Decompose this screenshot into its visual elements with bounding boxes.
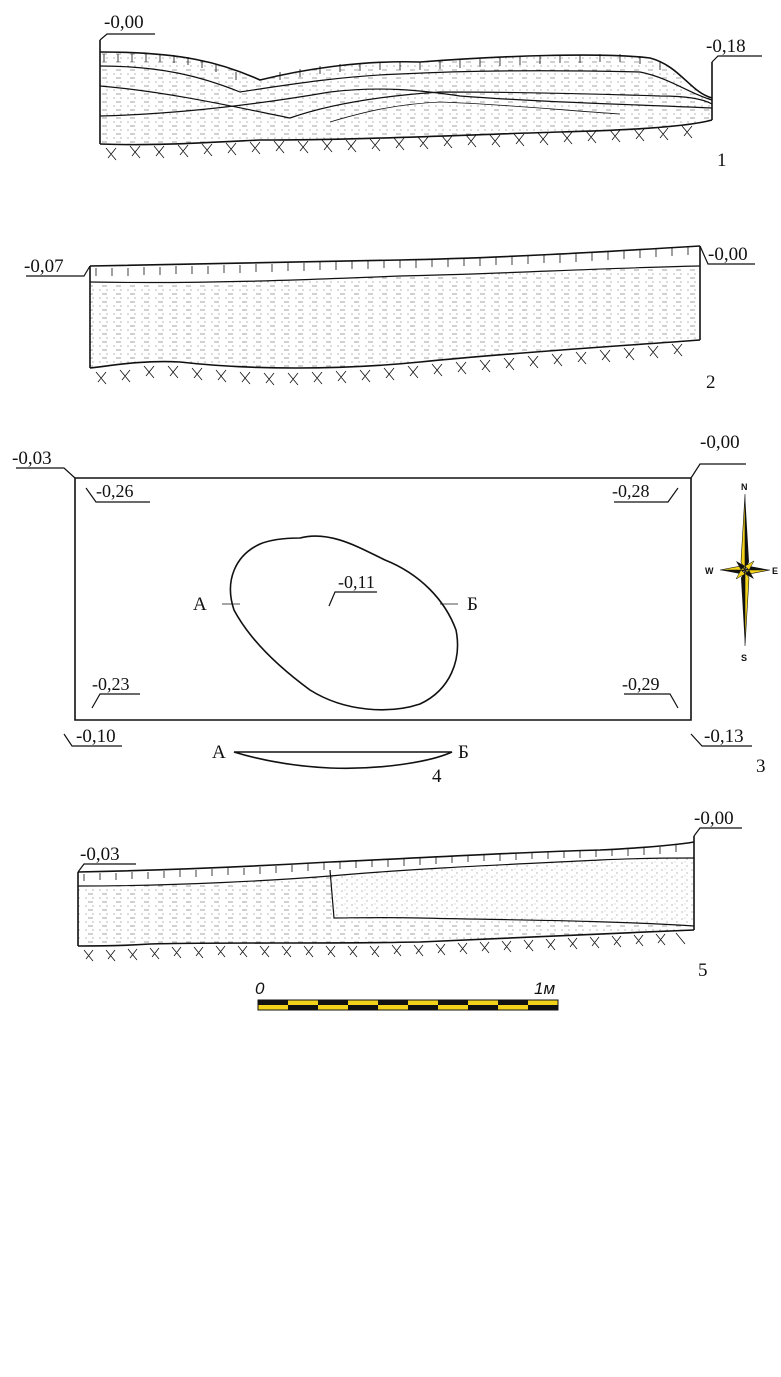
elev-inner-bottom-right: -0,29 — [622, 674, 660, 694]
s1-number: 1 — [717, 150, 727, 171]
s2-elev-left: -0,07 — [24, 256, 64, 277]
scale-bar-zero: 0 — [255, 979, 265, 998]
scale-segment-top — [408, 1000, 438, 1005]
elev-inner-top-right: -0,28 — [612, 481, 650, 501]
plan-rectangle — [74, 477, 692, 721]
s2: -0,07 -0,00 2 — [24, 244, 755, 393]
pit-center-elev: -0,11 — [338, 572, 375, 592]
compass-rose-final: N S E W — [705, 482, 778, 663]
scale-segment-bottom — [408, 1005, 438, 1010]
scale-segment-top — [348, 1000, 378, 1005]
scale-segment-top — [318, 1000, 348, 1005]
compass-rose-w: W — [705, 566, 714, 576]
pit-outline — [229, 535, 459, 711]
plan-number: 3 — [756, 756, 766, 777]
section-5-elevation-right: -0,00 — [694, 808, 734, 829]
pit-section-b: Б — [458, 742, 469, 763]
scale-segment-bottom — [288, 1005, 318, 1010]
compass-rose-n: N — [741, 482, 748, 492]
elev-outer-bottom-right: -0,13 — [704, 726, 744, 747]
scale-segment-bottom — [348, 1005, 378, 1010]
scale-segment-top — [498, 1000, 528, 1005]
s2-elev-right: -0,00 — [708, 244, 748, 265]
scale-segment-top — [438, 1000, 468, 1005]
scale-segment-bottom — [378, 1005, 408, 1010]
elev-outer-top-right: -0,00 — [700, 432, 740, 453]
elev-inner-bottom-left: -0,23 — [92, 674, 130, 694]
scale-segment-top — [378, 1000, 408, 1005]
scale-bar-one-metre: 1м — [534, 979, 555, 998]
scale-segment-top — [528, 1000, 558, 1005]
pit-cut-a: А — [193, 594, 207, 615]
pit-section-number: 4 — [432, 766, 442, 787]
scale-segment-bottom — [258, 1005, 288, 1010]
scale-segment-bottom — [318, 1005, 348, 1010]
scale-segment-top — [468, 1000, 498, 1005]
scale-bar-final: 0 1м — [255, 979, 559, 1011]
section-5-number: 5 — [698, 960, 708, 981]
compass-rose-e: E — [772, 566, 778, 576]
elev-inner-top-left: -0,26 — [96, 481, 134, 501]
scale-bar-segments — [258, 1000, 558, 1010]
elev-outer-top-left: -0,03 — [12, 448, 52, 469]
pit-cut-b: Б — [467, 594, 478, 615]
s1: -0,00 -0,18 1 — [99, 12, 762, 171]
s2-number: 2 — [706, 372, 716, 393]
section-5-elevation-left: -0,03 — [80, 844, 120, 865]
scale-segment-bottom — [528, 1005, 558, 1010]
scale-segment-top — [258, 1000, 288, 1005]
scale-segment-bottom — [498, 1005, 528, 1010]
scale-segment-bottom — [438, 1005, 468, 1010]
elev-outer-bottom-left: -0,10 — [76, 726, 116, 747]
scale-segment-bottom — [468, 1005, 498, 1010]
scale-segment-top — [288, 1000, 318, 1005]
pit-section-4: А Б 4 — [212, 742, 469, 787]
s1-elev-right: -0,18 — [706, 36, 746, 57]
pit-section-a: А — [212, 742, 226, 763]
s1-elev-left: -0,00 — [104, 12, 144, 33]
compass-rose-s: S — [741, 653, 747, 663]
section-5: -0,03 -0,00 5 — [77, 808, 742, 981]
